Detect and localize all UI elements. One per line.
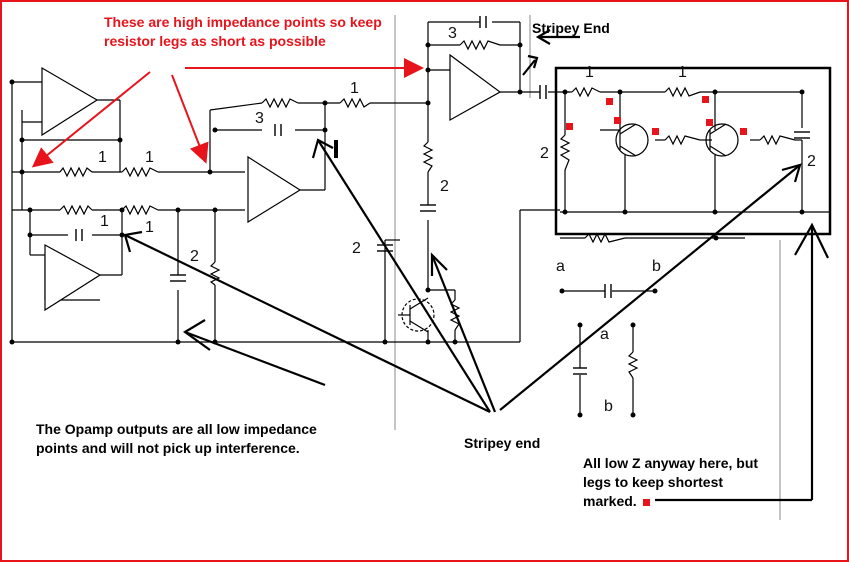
opamp-4 [449,53,502,122]
short-leg-markers [566,96,747,135]
component-number: 1 [678,64,687,81]
left-opamps [41,66,302,312]
opamp-3 [247,155,302,224]
component-number: 2 [352,240,361,257]
junction-dots [9,42,805,418]
high-impedance-note: These are high impedance points so keep … [104,14,382,49]
red-marker-icon [642,498,650,506]
component-number: 2 [190,248,199,265]
legend-parts [562,284,655,415]
capacitors [75,124,282,282]
right-box [554,66,832,236]
right-transistors [615,123,739,157]
component-number: 2 [540,145,549,162]
middle-opamp [449,53,502,122]
component-number: 1 [98,149,107,166]
red-arrows [31,58,424,168]
opamp-1 [41,66,99,137]
component-number: 1 [350,80,359,97]
transistor-mid [398,297,435,333]
arrow-tails [334,140,338,158]
opamp-outputs-note: The Opamp outputs are all low impedance … [36,421,317,456]
legend-b-label: b [604,398,613,415]
black-arrows [123,29,829,502]
stripey-end-top-label: Stripey End [532,20,610,36]
opamp-2 [44,243,102,312]
stripey-end-bottom-label: Stripey end [464,435,541,451]
component-number: 1 [585,64,594,81]
legend-a-label: a [600,326,609,343]
low-z-text: All low Z anyway here, but legs to keep … [583,455,759,509]
legend-b-label: b [652,258,661,275]
component-number: 2 [807,153,816,170]
component-number: 3 [255,110,264,127]
low-z-note: All low Z anyway here, but legs to keep … [583,454,778,511]
component-number: 2 [440,178,449,195]
component-number: 3 [448,25,457,42]
component-number: 1 [100,213,109,230]
right-wiring [560,91,830,239]
component-number: 1 [145,149,154,166]
resistors [59,97,371,286]
legend-a-label: a [556,258,565,275]
component-number: 1 [145,219,154,236]
middle-wiring [384,21,570,342]
